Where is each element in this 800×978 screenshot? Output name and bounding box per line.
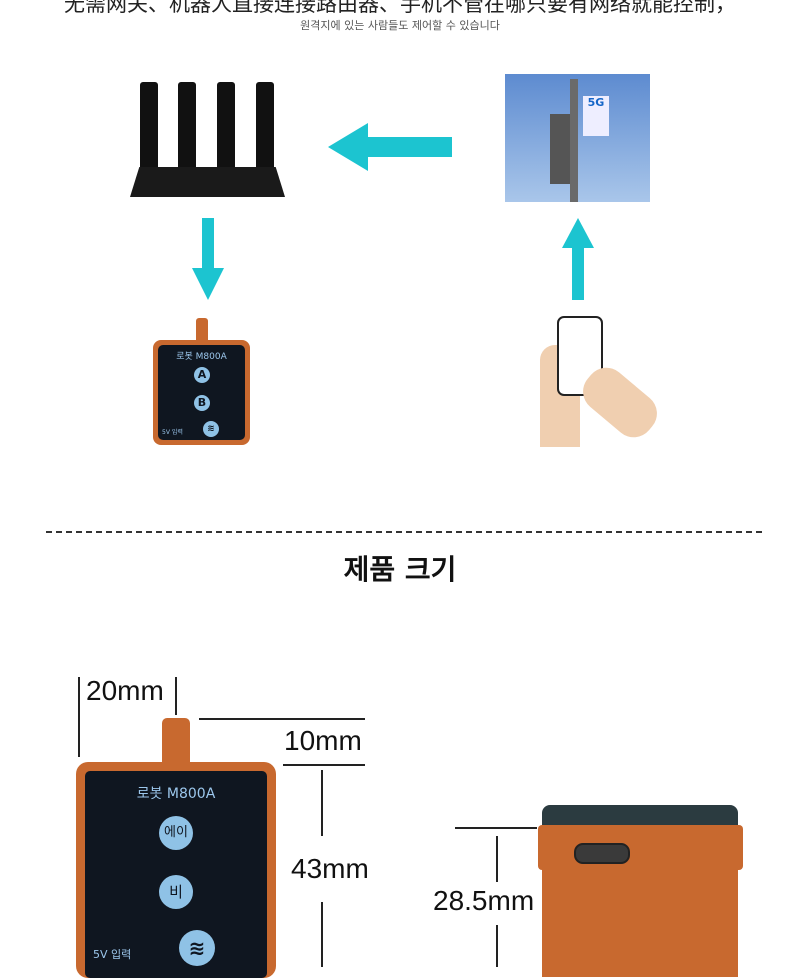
arrow-down-icon [192, 218, 224, 300]
dim-line [283, 764, 365, 766]
dim-line [321, 902, 323, 967]
section-title: 제품 크기 [343, 553, 457, 586]
dim-line [321, 770, 323, 836]
dim-line [496, 925, 498, 967]
dim-tab-width: 20mm [86, 675, 164, 706]
chinese-caption: 无需网关、机器人直接连接路由器、手机不管在哪只要有网络就能控制， [64, 0, 736, 16]
wifi-icon-front: ≋ [179, 930, 215, 966]
5g-tower-image: 5G [505, 74, 650, 202]
button-b-small: B [194, 395, 210, 411]
robot-device-front: 로봇 M800A 에이 비 ≋ 5V 입력 [76, 718, 276, 978]
tower-5g-sign: 5G [583, 96, 609, 136]
hand-phone-image [540, 315, 666, 465]
section-divider [46, 531, 762, 533]
device-name-front: 로봇 M800A [136, 786, 216, 802]
power-label-front: 5V 입력 [93, 948, 132, 961]
dim-line [175, 677, 177, 715]
dim-line [496, 836, 498, 882]
arrow-up-icon [562, 218, 594, 300]
dim-line [455, 827, 537, 829]
robot-device-small: 로봇 M800A A B ≋ 5V 입력 [153, 318, 250, 445]
power-label-small: 5V 입력 [162, 429, 183, 436]
dim-height: 43mm [291, 853, 369, 884]
router-image [130, 82, 285, 197]
arrow-left-icon [328, 123, 452, 171]
korean-caption: 원격지에 있는 사람들도 제어할 수 있습니다 [300, 19, 500, 32]
wifi-icon: ≋ [203, 421, 219, 437]
button-a-front: 에이 [159, 816, 193, 850]
button-a-small: A [194, 367, 210, 383]
device-name-small: 로봇 M800A [176, 352, 227, 362]
dim-tab-height: 10mm [284, 725, 362, 756]
dim-line [78, 677, 80, 757]
dim-line [199, 718, 365, 720]
robot-device-side [538, 805, 743, 977]
dim-depth: 28.5mm [433, 885, 535, 916]
button-b-front: 비 [159, 875, 193, 909]
